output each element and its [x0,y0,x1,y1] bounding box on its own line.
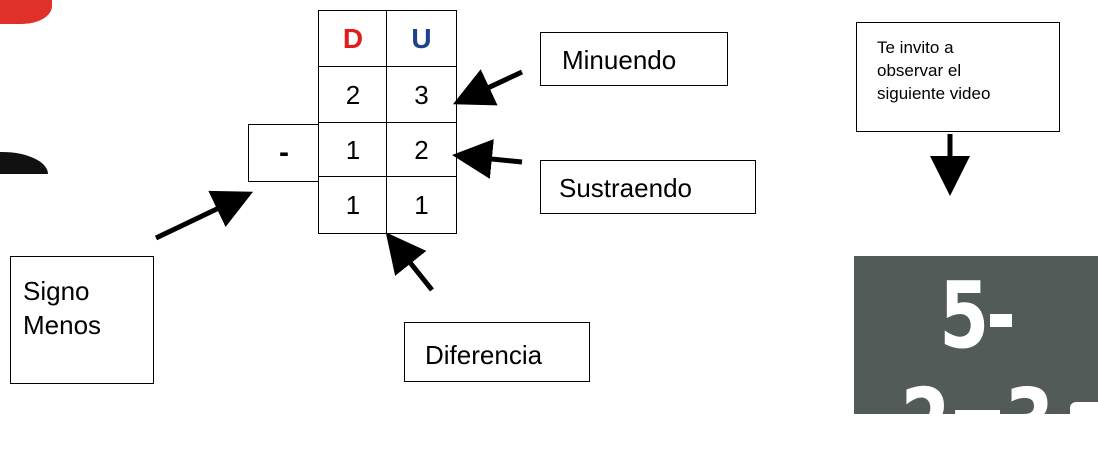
note-line-3: siguiente video [877,84,991,103]
subtrahend-units: 2 [386,122,457,178]
header-decenas: D [318,10,388,68]
signo-arrow [154,190,254,241]
note-line-2: observar el [877,61,962,80]
note-line-1: Te invito a [877,38,954,57]
menos-label: Menos [23,310,102,340]
video-equation: 5-2=3 [900,262,1055,476]
difference-units: 1 [386,176,457,234]
signo-menos-box: Signo Menos [10,256,154,384]
header-unidades: U [386,10,457,68]
signo-label: Signo [23,276,90,306]
minuendo-label: Minuendo [562,45,677,75]
sustraendo-arrow [452,139,523,179]
diferencia-label: Diferencia [425,340,543,370]
difference-tens: 1 [318,176,388,234]
diferencia-box: Diferencia [404,322,590,382]
video-invitation-box: Te invito a observar el siguiente video [856,22,1060,132]
minuendo-box: Minuendo [540,32,728,86]
sustraendo-box: Sustraendo [540,160,756,214]
video-corner-mark [1070,402,1098,414]
diferencia-arrow [385,232,434,292]
sustraendo-label: Sustraendo [559,173,692,203]
video-thumbnail[interactable]: 5-2=3 [854,256,1098,476]
subtrahend-tens: 1 [318,122,388,178]
minus-sign-cell: - [248,124,320,182]
arrows-layer [154,69,970,292]
minuendo-arrow [452,69,524,106]
